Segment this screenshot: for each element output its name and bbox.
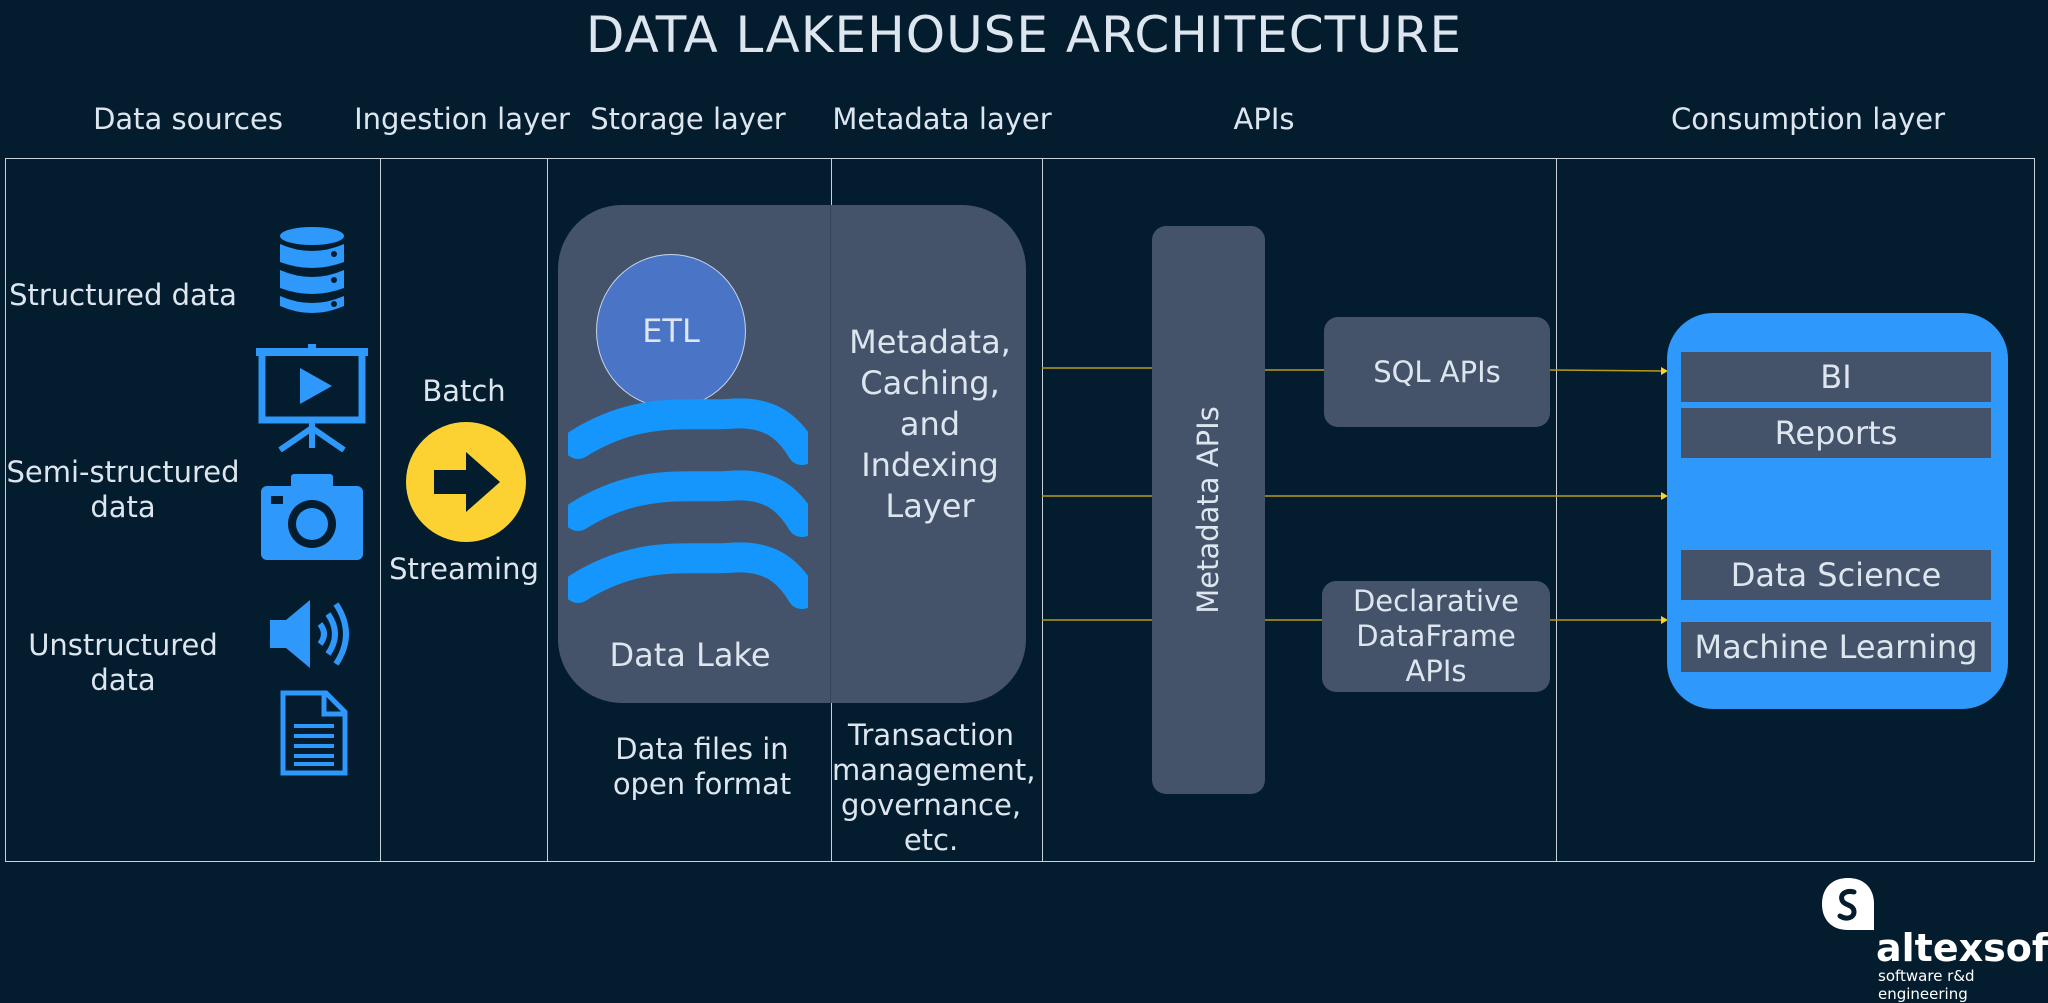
- streaming-label: Streaming: [389, 552, 539, 586]
- structured-data-label: Structured data: [9, 278, 237, 312]
- waves-icon: [568, 398, 808, 609]
- page-title: DATA LAKEHOUSE ARCHITECTURE: [585, 6, 1463, 64]
- storage-metadata-divider: [830, 205, 831, 703]
- header-storage-layer: Storage layer: [590, 102, 786, 136]
- batch-label: Batch: [422, 374, 506, 408]
- header-consumption-layer: Consumption layer: [1670, 102, 1946, 136]
- column-divider: [547, 158, 548, 862]
- data-lake-label: Data Lake: [609, 636, 771, 674]
- metadata-apis-label: Metadata APIs: [1191, 406, 1225, 614]
- arrow-right-icon: [406, 422, 526, 542]
- bi-item: BI: [1681, 352, 1991, 402]
- altexsoft-logo-icon: [1822, 878, 1874, 930]
- reports-item: Reports: [1681, 408, 1991, 458]
- brand-name: altexsoft: [1876, 926, 2048, 970]
- metadata-caching-indexing-label: Metadata, Caching, and Indexing Layer: [849, 323, 1011, 525]
- data-science-item: Data Science: [1681, 550, 1991, 600]
- column-divider: [1042, 158, 1043, 862]
- header-metadata-layer: Metadata layer: [832, 102, 1052, 136]
- column-divider: [1556, 158, 1557, 862]
- metadata-apis-box: [1152, 226, 1265, 794]
- document-icon: [280, 690, 348, 776]
- speaker-icon: [270, 600, 349, 668]
- camera-icon: [261, 474, 363, 560]
- database-icon: [280, 227, 344, 313]
- header-ingestion-layer: Ingestion layer: [354, 102, 570, 136]
- machine-learning-item: Machine Learning: [1681, 622, 1991, 672]
- header-apis: APIs: [1233, 102, 1295, 136]
- transaction-management-label: Transaction management, governance, etc.: [832, 718, 1036, 857]
- column-divider: [380, 158, 381, 862]
- diagram-frame: [5, 158, 2035, 862]
- brand-tagline: software r&d engineering: [1878, 967, 1975, 1003]
- etl-circle: ETL: [596, 254, 746, 408]
- header-data-sources: Data sources: [93, 102, 283, 136]
- presentation-icon: [256, 344, 368, 452]
- sql-apis-box: SQL APIs: [1324, 317, 1550, 427]
